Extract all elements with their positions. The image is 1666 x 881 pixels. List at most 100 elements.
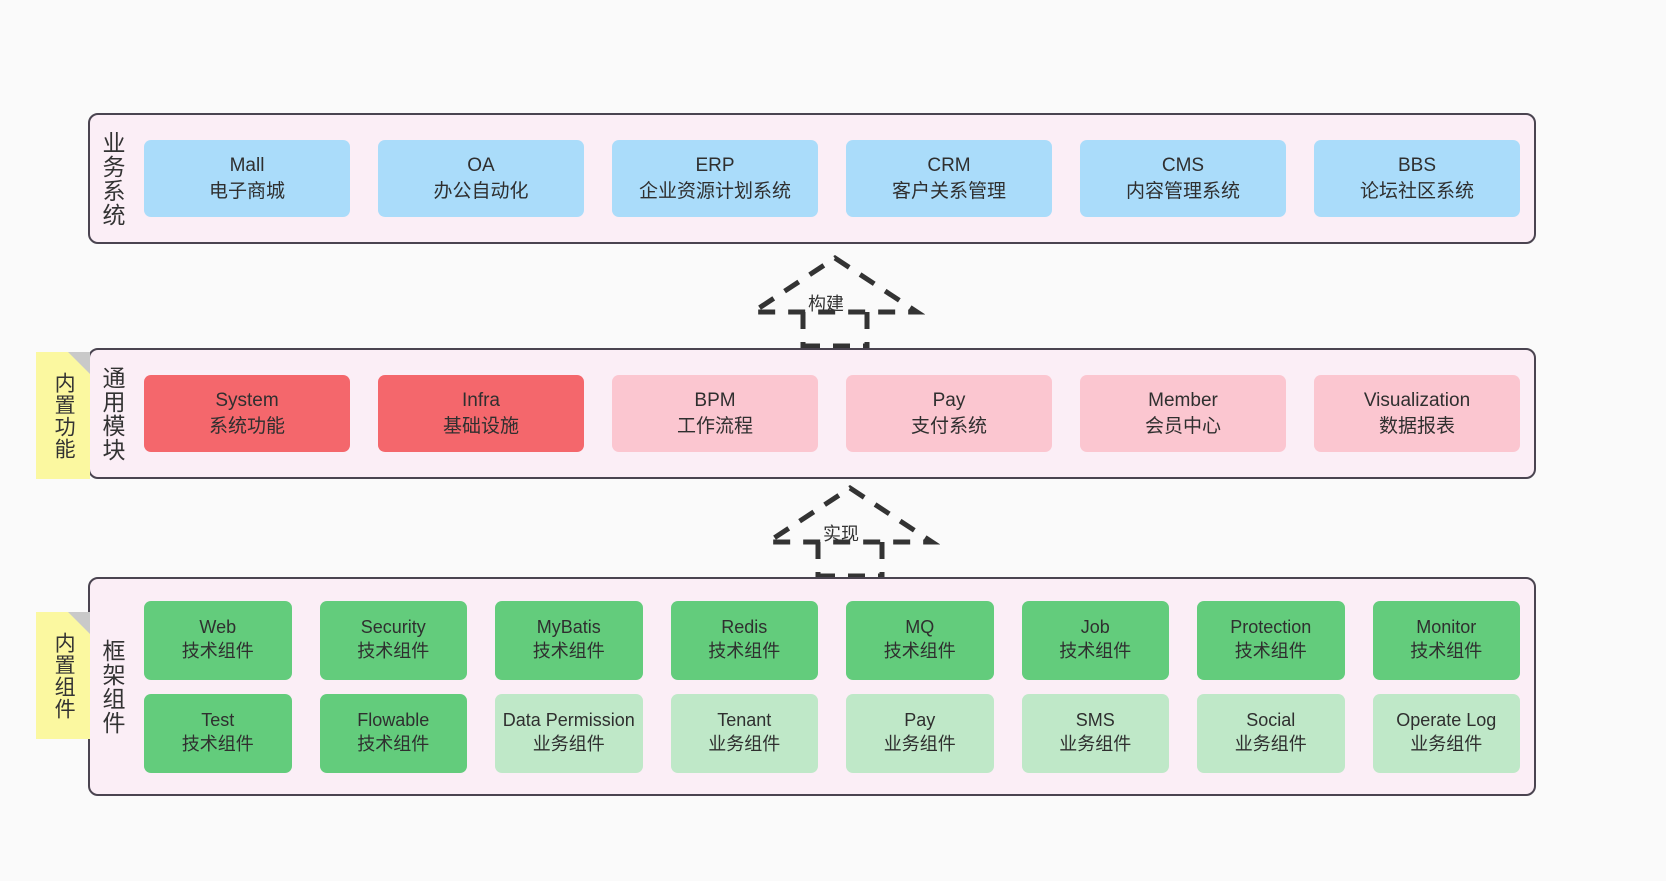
cell-en-label: Web xyxy=(199,617,237,638)
cell-bpm[interactable]: BPM 工作流程 xyxy=(612,375,818,452)
cell-cn-label: 业务组件 xyxy=(1059,734,1132,754)
layer-body-framework: Web 技术组件 Security 技术组件 MyBatis 技术组件 Redi… xyxy=(134,579,1534,794)
cell-cn-label: 技术组件 xyxy=(357,641,430,661)
cell-cn-label: 业务组件 xyxy=(1234,734,1307,754)
row-business-0: Mall 电子商城 OA 办公自动化 ERP 企业资源计划系统 CRM 客户关系… xyxy=(144,140,1520,217)
cell-mq[interactable]: MQ 技术组件 xyxy=(846,600,994,680)
cell-test[interactable]: Test 技术组件 xyxy=(144,693,292,773)
cell-mall[interactable]: Mall 电子商城 xyxy=(144,140,350,217)
cell-cn-label: 技术组件 xyxy=(181,734,254,754)
cell-en-label: Data Permission xyxy=(502,710,635,731)
arrow-implement-label: 实现 xyxy=(823,524,859,544)
layer-title-modules: 通用模块 xyxy=(99,365,126,462)
layer-title-framework: 框架组件 xyxy=(99,638,126,735)
cell-protection[interactable]: Protection 技术组件 xyxy=(1197,600,1345,680)
layer-body-modules: System 系统功能 Infra 基础设施 BPM 工作流程 Pay 支付系统… xyxy=(134,350,1534,477)
cell-en-label: OA xyxy=(467,155,495,177)
cell-en-label: BPM xyxy=(694,390,736,412)
cell-flowable[interactable]: Flowable 技术组件 xyxy=(319,693,467,773)
cell-member[interactable]: Member 会员中心 xyxy=(1080,375,1286,452)
layer-body-business: Mall 电子商城 OA 办公自动化 ERP 企业资源计划系统 CRM 客户关系… xyxy=(134,115,1534,242)
layer-business-systems: 业务系统 Mall 电子商城 OA 办公自动化 ERP 企业资源计划系统 CRM… xyxy=(88,113,1536,244)
cell-sms[interactable]: SMS 业务组件 xyxy=(1021,693,1169,773)
cell-oa[interactable]: OA 办公自动化 xyxy=(378,140,584,217)
cell-security[interactable]: Security 技术组件 xyxy=(319,600,467,680)
cell-cn-label: 业务组件 xyxy=(708,734,781,754)
cell-web[interactable]: Web 技术组件 xyxy=(144,600,292,680)
cell-cn-label: 系统功能 xyxy=(208,415,285,437)
cell-en-label: Flowable xyxy=(357,710,430,731)
row-modules-0: System 系统功能 Infra 基础设施 BPM 工作流程 Pay 支付系统… xyxy=(144,375,1520,452)
cell-cms[interactable]: CMS 内容管理系统 xyxy=(1080,140,1286,217)
cell-bbs[interactable]: BBS 论坛社区系统 xyxy=(1314,140,1520,217)
cell-erp[interactable]: ERP 企业资源计划系统 xyxy=(612,140,818,217)
cell-cn-label: 技术组件 xyxy=(708,641,781,661)
cell-cn-label: 办公自动化 xyxy=(433,180,529,202)
cell-en-label: MyBatis xyxy=(536,617,601,638)
sticky-note-builtin-components: 内置组件 xyxy=(36,612,90,739)
cell-en-label: Social xyxy=(1246,710,1296,731)
cell-en-label: Monitor xyxy=(1416,617,1477,638)
cell-cn-label: 论坛社区系统 xyxy=(1359,180,1474,202)
cell-job[interactable]: Job 技术组件 xyxy=(1021,600,1169,680)
cell-en-label: Infra xyxy=(461,390,501,412)
cell-en-label: Job xyxy=(1080,617,1110,638)
folded-corner-icon xyxy=(68,612,90,634)
cell-en-label: Security xyxy=(360,617,426,638)
cell-en-label: Pay xyxy=(932,390,966,412)
cell-redis[interactable]: Redis 技术组件 xyxy=(670,600,818,680)
cell-cn-label: 技术组件 xyxy=(1234,641,1307,661)
cell-infra[interactable]: Infra 基础设施 xyxy=(378,375,584,452)
cell-en-label: Operate Log xyxy=(1396,710,1497,731)
cell-cn-label: 技术组件 xyxy=(532,641,605,661)
layer-common-modules: 通用模块 System 系统功能 Infra 基础设施 BPM 工作流程 Pay… xyxy=(88,348,1536,479)
cell-cn-label: 电子商城 xyxy=(208,180,285,202)
cell-cn-label: 支付系统 xyxy=(910,415,987,437)
layer-title-business: 业务系统 xyxy=(99,130,126,227)
cell-en-label: System xyxy=(215,390,279,412)
cell-en-label: CRM xyxy=(927,155,971,177)
cell-cn-label: 技术组件 xyxy=(1410,641,1483,661)
cell-cn-label: 技术组件 xyxy=(181,641,254,661)
cell-cn-label: 技术组件 xyxy=(883,641,956,661)
cell-monitor[interactable]: Monitor 技术组件 xyxy=(1372,600,1520,680)
cell-en-label: BBS xyxy=(1397,155,1437,177)
cell-en-label: Test xyxy=(201,710,235,731)
cell-system[interactable]: System 系统功能 xyxy=(144,375,350,452)
cell-cn-label: 会员中心 xyxy=(1144,415,1221,437)
cell-en-label: ERP xyxy=(695,155,735,177)
sticky-note-builtin-functions: 内置功能 xyxy=(36,352,90,479)
cell-en-label: Redis xyxy=(721,617,768,638)
cell-tenant[interactable]: Tenant 业务组件 xyxy=(670,693,818,773)
cell-social[interactable]: Social 业务组件 xyxy=(1197,693,1345,773)
cell-en-label: SMS xyxy=(1075,710,1115,731)
cell-visualization[interactable]: Visualization 数据报表 xyxy=(1314,375,1520,452)
cell-cn-label: 技术组件 xyxy=(357,734,430,754)
cell-cn-label: 客户关系管理 xyxy=(891,180,1006,202)
sticky-note-label: 内置组件 xyxy=(52,631,76,720)
cell-pay-module[interactable]: Pay 支付系统 xyxy=(846,375,1052,452)
sticky-note-label: 内置功能 xyxy=(52,371,76,460)
cell-mybatis[interactable]: MyBatis 技术组件 xyxy=(495,600,643,680)
cell-en-label: Member xyxy=(1148,390,1218,412)
row-framework-0: Web 技术组件 Security 技术组件 MyBatis 技术组件 Redi… xyxy=(144,600,1520,680)
cell-pay-component[interactable]: Pay 业务组件 xyxy=(846,693,994,773)
arrow-build-label: 构建 xyxy=(808,294,844,314)
cell-en-label: CMS xyxy=(1161,155,1205,177)
cell-cn-label: 业务组件 xyxy=(532,734,605,754)
cell-en-label: Tenant xyxy=(717,710,772,731)
cell-cn-label: 企业资源计划系统 xyxy=(638,180,791,202)
cell-operate-log[interactable]: Operate Log 业务组件 xyxy=(1372,693,1520,773)
row-framework-1: Test 技术组件 Flowable 技术组件 Data Permission … xyxy=(144,693,1520,773)
cell-cn-label: 业务组件 xyxy=(1410,734,1483,754)
cell-cn-label: 基础设施 xyxy=(442,415,519,437)
cell-data-permission[interactable]: Data Permission 业务组件 xyxy=(495,693,643,773)
cell-en-label: MQ xyxy=(905,617,935,638)
cell-cn-label: 技术组件 xyxy=(1059,641,1132,661)
cell-cn-label: 数据报表 xyxy=(1378,415,1455,437)
cell-en-label: Mall xyxy=(229,155,265,177)
cell-en-label: Pay xyxy=(904,710,936,731)
cell-cn-label: 业务组件 xyxy=(883,734,956,754)
cell-cn-label: 工作流程 xyxy=(676,415,753,437)
cell-crm[interactable]: CRM 客户关系管理 xyxy=(846,140,1052,217)
